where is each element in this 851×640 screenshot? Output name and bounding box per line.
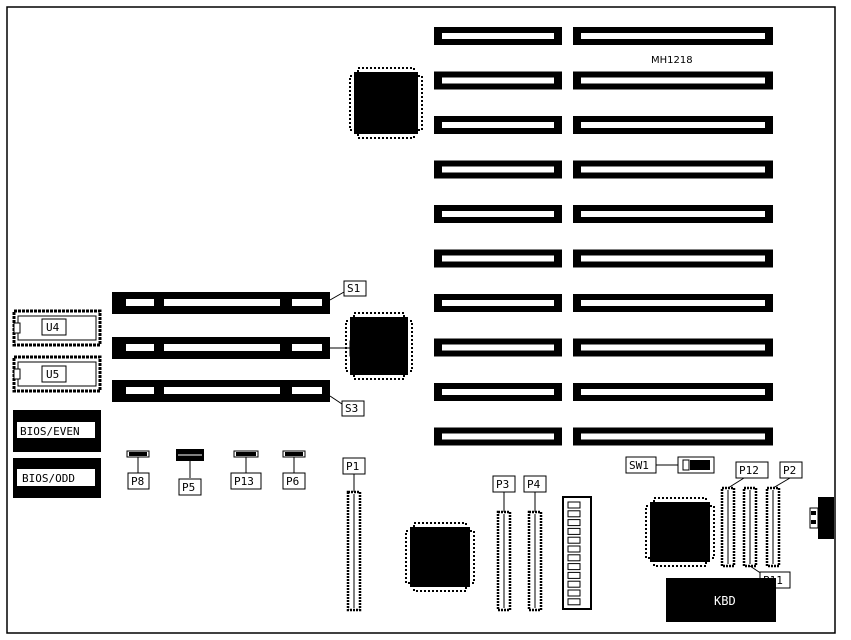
connector-p11: P11 bbox=[742, 486, 791, 589]
expansion-slot-long-6 bbox=[573, 249, 773, 268]
simm-socket-s2 bbox=[112, 337, 330, 359]
chip-u4: U4 bbox=[12, 309, 102, 347]
chip-u5: U5 bbox=[12, 355, 102, 393]
power-pin bbox=[567, 580, 581, 588]
svg-text:S1: S1 bbox=[347, 282, 360, 295]
connector-p12: P12 bbox=[720, 461, 769, 568]
connector-p2: P2 bbox=[765, 461, 803, 568]
svg-text:S3: S3 bbox=[345, 402, 358, 415]
expansion-slot-long-8 bbox=[573, 338, 773, 357]
svg-text:P2: P2 bbox=[783, 464, 796, 477]
board-model-label: MH1218 bbox=[651, 55, 693, 66]
expansion-slot-long-10 bbox=[573, 427, 773, 446]
power-pin bbox=[567, 545, 581, 553]
keyboard-controller-chip bbox=[645, 497, 715, 567]
power-pin bbox=[567, 598, 581, 606]
bios-even-chip: BIOS/EVEN bbox=[13, 410, 101, 452]
callout-s1: S1 bbox=[329, 280, 367, 301]
power-pin bbox=[567, 510, 581, 518]
dip-switch-sw1: SW1 bbox=[625, 456, 715, 474]
svg-text:P8: P8 bbox=[131, 475, 144, 488]
callout-s3: S3 bbox=[329, 395, 365, 417]
connector-p3: P3 bbox=[492, 475, 516, 612]
expansion-slot-long-2 bbox=[573, 71, 773, 90]
expansion-slot-short-3 bbox=[434, 116, 562, 134]
svg-text:P1: P1 bbox=[346, 460, 359, 473]
svg-text:SW1: SW1 bbox=[629, 459, 649, 472]
connector-p1: P1 bbox=[342, 457, 366, 612]
keyboard-connector: KBD bbox=[666, 578, 776, 622]
jumper-p13: P13 bbox=[230, 450, 262, 490]
expansion-slot-short-2 bbox=[434, 71, 562, 90]
power-pin bbox=[567, 554, 581, 562]
svg-text:P3: P3 bbox=[496, 478, 509, 491]
simm-socket-s3 bbox=[112, 380, 330, 402]
expansion-slot-short-9 bbox=[434, 383, 562, 401]
expansion-slot-short-8 bbox=[434, 338, 562, 357]
io-controller-chip bbox=[405, 522, 475, 592]
expansion-slot-short-5 bbox=[434, 205, 562, 223]
simm-socket-s1 bbox=[112, 292, 330, 314]
expansion-slot-short-6 bbox=[434, 249, 562, 268]
expansion-slot-short-4 bbox=[434, 160, 562, 179]
board-outline bbox=[6, 6, 836, 634]
svg-text:P6: P6 bbox=[286, 475, 299, 488]
expansion-slot-short-10 bbox=[434, 427, 562, 446]
svg-text:P12: P12 bbox=[739, 464, 759, 477]
svg-text:P13: P13 bbox=[234, 475, 254, 488]
expansion-slot-long-3 bbox=[573, 116, 773, 134]
expansion-slot-short-7 bbox=[434, 294, 562, 312]
svg-text:U5: U5 bbox=[46, 368, 59, 381]
svg-text:BIOS/EVEN: BIOS/EVEN bbox=[20, 425, 80, 438]
expansion-slot-short-1 bbox=[434, 27, 562, 45]
bios-odd-chip: BIOS/ODD bbox=[13, 458, 101, 498]
power-pin bbox=[567, 589, 581, 597]
power-pin bbox=[567, 519, 581, 527]
svg-text:P5: P5 bbox=[182, 481, 195, 494]
power-connector bbox=[562, 496, 592, 610]
expansion-slots bbox=[434, 27, 773, 446]
power-pin bbox=[567, 536, 581, 544]
expansion-slot-long-1 bbox=[573, 27, 773, 45]
expansion-slot-long-4 bbox=[573, 160, 773, 179]
chipset-chip bbox=[345, 312, 413, 380]
svg-text:U4: U4 bbox=[46, 321, 60, 334]
expansion-slot-long-5 bbox=[573, 205, 773, 223]
power-pin bbox=[567, 571, 581, 579]
jumper-p5: P5 bbox=[176, 449, 204, 496]
cpu-chip bbox=[349, 67, 423, 139]
svg-text:KBD: KBD bbox=[714, 594, 736, 608]
svg-text:P4: P4 bbox=[527, 478, 541, 491]
connector-p4: P4 bbox=[523, 475, 547, 612]
svg-text:BIOS/ODD: BIOS/ODD bbox=[22, 472, 75, 485]
power-pin bbox=[567, 501, 581, 509]
power-pin bbox=[567, 527, 581, 535]
edge-connector bbox=[809, 497, 834, 539]
expansion-slot-long-7 bbox=[573, 294, 773, 312]
expansion-slot-long-9 bbox=[573, 383, 773, 401]
jumper-p8: P8 bbox=[126, 450, 150, 490]
jumper-p6: P6 bbox=[282, 450, 306, 490]
power-pin bbox=[567, 563, 581, 571]
